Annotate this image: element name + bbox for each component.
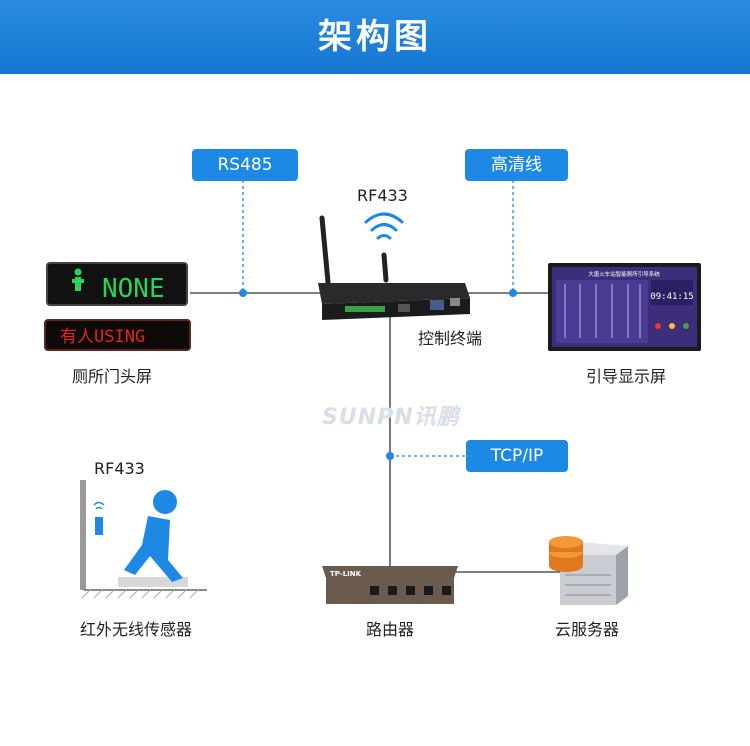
sensor-box	[95, 517, 103, 535]
watermark-logo: SUNPN讯鹏	[322, 405, 460, 430]
tag-tcp-ip: TCP/IP	[466, 440, 568, 472]
rs485-dot	[239, 289, 247, 297]
person-icon	[74, 268, 82, 276]
tag-hd-line: 高清线	[465, 149, 568, 181]
label-router: 路由器	[366, 620, 415, 639]
tcp-dot	[386, 452, 394, 460]
led-bottom-text: 有人USING	[60, 327, 145, 347]
label-guide-screen: 引导显示屏	[586, 367, 667, 386]
wifi-icon	[364, 212, 404, 240]
squatting-person-icon	[153, 490, 177, 514]
label-ir-sensor: 红外无线传感器	[80, 620, 193, 639]
led-top-text: NONE	[102, 274, 165, 304]
label-door-screen: 厕所门头屏	[72, 367, 153, 386]
architecture-diagram: NONE 有人USING 大唐火车站智能厕所引导系统 09:41:15	[44, 180, 701, 605]
ir-sensor-scene	[80, 480, 207, 599]
label-rf433-top: RF433	[357, 186, 408, 205]
header-bar	[0, 0, 750, 74]
guide-screen-device: 大唐火车站智能厕所引导系统 09:41:15	[548, 263, 701, 351]
door-screen-device: NONE 有人USING	[44, 262, 191, 351]
router-device: TP-LINK	[322, 566, 458, 604]
label-cloud-server: 云服务器	[555, 620, 620, 639]
database-icon	[549, 536, 583, 572]
sensor-wifi-icon	[93, 501, 105, 510]
guide-panel-title: 大唐火车站智能厕所引导系统	[588, 270, 660, 278]
cloud-server-device	[549, 536, 628, 605]
page-title: 架构图	[318, 17, 432, 57]
tag-rs485: RS485	[192, 149, 298, 181]
guide-clock: 09:41:15	[650, 292, 693, 302]
control-terminal-device	[318, 215, 470, 320]
router-brand: TP-LINK	[330, 570, 362, 578]
label-control-terminal: 控制终端	[418, 329, 483, 348]
hd-dot	[509, 289, 517, 297]
label-rf433-sensor: RF433	[94, 459, 145, 478]
